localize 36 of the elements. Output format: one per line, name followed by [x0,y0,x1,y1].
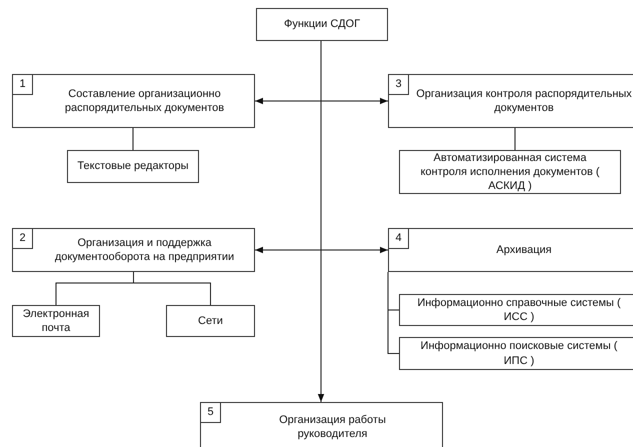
box-label: Архивация [496,242,552,258]
box-number: 5 [201,403,221,423]
arrow [318,40,324,402]
process-box [399,337,633,370]
box-label: Организация работы руководителя [278,412,387,442]
box-label: Организация и поддержка документооборота на предприятии [54,236,236,264]
process-box [67,150,199,183]
box-label: Организация контроля распорядительных документов [415,86,633,116]
box-label: Сети [198,314,223,328]
process-box [166,305,255,337]
box-label: Информационно поисковые системы ( ИПС ) [420,339,618,368]
connector-line [388,272,400,354]
process-box [200,402,443,447]
process-box [399,294,633,326]
connector-line [132,128,134,150]
box-label: Автоматизированная система контроля исполнения документов ( АСКИД ) [419,150,601,194]
box-number: 3 [389,75,409,95]
box-number: 2 [13,229,33,249]
box-label: Составление организационно распорядительных документов [64,86,226,116]
arrow [254,246,388,254]
process-box [12,228,255,272]
process-box [388,74,633,128]
process-box [399,150,621,194]
connector-line [514,128,516,150]
box-number: 4 [389,229,409,249]
process-box [12,74,255,128]
box-number: 1 [13,75,33,95]
box-label: Информационно справочные системы ( ИСС ) [416,296,622,324]
box-label: Функции СДОГ [284,17,360,32]
process-box [256,8,388,41]
box-label: Электронная почта [22,306,90,336]
connector-line [133,272,211,306]
process-box [12,305,100,337]
box-label: Текстовые редакторы [77,159,189,174]
arrow [254,98,388,104]
process-box [388,228,633,272]
